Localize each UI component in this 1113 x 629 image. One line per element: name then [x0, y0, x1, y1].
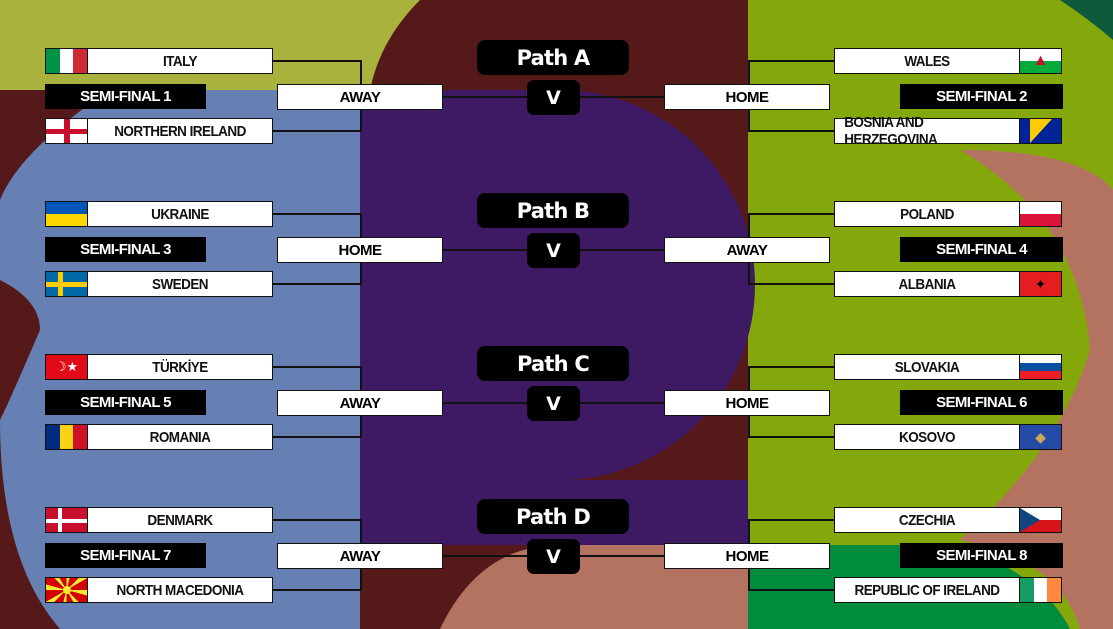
bracket-line: [748, 213, 836, 215]
path-title: Path B: [477, 193, 629, 228]
bracket-line: [272, 213, 361, 215]
team-romania: ROMANIA: [45, 424, 273, 450]
bracket-line: [748, 436, 836, 438]
team-north-macedonia: NORTH MACEDONIA: [45, 577, 273, 603]
ukraine-flag-icon: [46, 202, 88, 226]
denmark-flag-icon: [46, 508, 88, 532]
semi-final-label: SEMI-FINAL 7: [45, 543, 206, 568]
bracket-line: [272, 519, 361, 521]
team-republic-of-ireland: REPUBLIC OF IRELAND: [834, 577, 1062, 603]
bracket-line: [272, 589, 361, 591]
bracket-line: [443, 555, 527, 557]
team-kosovo: KOSOVO ◆: [834, 424, 1062, 450]
bracket-line: [272, 366, 361, 368]
path-title: Path A: [477, 40, 629, 75]
team-name: REPUBLIC OF IRELAND: [854, 581, 1000, 599]
ireland-flag-icon: [1019, 578, 1061, 602]
italy-flag-icon: [46, 49, 88, 73]
venue-label: AWAY: [664, 237, 830, 263]
bracket-line: [443, 96, 527, 98]
semi-final-label: SEMI-FINAL 4: [900, 237, 1063, 262]
semi-final-label: SEMI-FINAL 3: [45, 237, 206, 262]
bracket-line: [748, 130, 836, 132]
team-name: SWEDEN: [151, 275, 209, 293]
bracket-line: [580, 96, 664, 98]
bracket-line: [748, 589, 836, 591]
team-albania: ALBANIA ✦: [834, 271, 1062, 297]
slovakia-flag-icon: [1019, 355, 1061, 379]
semi-final-label: SEMI-FINAL 2: [900, 84, 1063, 109]
bracket-line: [272, 283, 361, 285]
kosovo-flag-icon: ◆: [1019, 425, 1061, 449]
team-name: UKRAINE: [151, 205, 209, 223]
team-name: NORTH MACEDONIA: [116, 581, 244, 599]
team-poland: POLAND: [834, 201, 1062, 227]
team-slovakia: SLOVAKIA: [834, 354, 1062, 380]
turkiye-flag-icon: ☽★: [46, 355, 88, 379]
versus-badge: V: [527, 233, 580, 268]
path-title: Path C: [477, 346, 629, 381]
bracket-line: [580, 402, 664, 404]
team-ukraine: UKRAINE: [45, 201, 273, 227]
romania-flag-icon: [46, 425, 88, 449]
team-czechia: CZECHIA: [834, 507, 1062, 533]
bracket-line: [748, 283, 836, 285]
semi-final-label: SEMI-FINAL 5: [45, 390, 206, 415]
team-name: CZECHIA: [898, 511, 956, 529]
north-macedonia-flag-icon: [46, 578, 88, 602]
semi-final-label: SEMI-FINAL 6: [900, 390, 1063, 415]
venue-label: HOME: [664, 84, 830, 110]
albania-flag-icon: ✦: [1019, 272, 1061, 296]
bracket-line: [580, 249, 664, 251]
team-name: ITALY: [162, 52, 198, 70]
versus-badge: V: [527, 539, 580, 574]
northern-ireland-flag-icon: [46, 119, 88, 143]
bracket-line: [443, 249, 527, 251]
team-name: KOSOVO: [898, 428, 956, 446]
versus-badge: V: [527, 386, 580, 421]
semi-final-label: SEMI-FINAL 8: [900, 543, 1063, 568]
bracket-line: [272, 130, 361, 132]
venue-label: AWAY: [277, 84, 443, 110]
versus-badge: V: [527, 80, 580, 115]
venue-label: AWAY: [277, 390, 443, 416]
team-name: SLOVAKIA: [894, 358, 960, 376]
team-name: BOSNIA AND HERZEGOVINA: [844, 114, 938, 148]
semi-final-label: SEMI-FINAL 1: [45, 84, 206, 109]
team-bosnia-and-herzegovina: BOSNIA AND HERZEGOVINA: [834, 114, 1062, 148]
bracket-line: [748, 519, 836, 521]
bracket-line: [748, 366, 836, 368]
venue-label: HOME: [664, 543, 830, 569]
team-name: TÜRKİYE: [152, 358, 208, 376]
bracket-line: [443, 402, 527, 404]
team-sweden: SWEDEN: [45, 271, 273, 297]
bosnia-flag-icon: [1019, 119, 1061, 143]
venue-label: HOME: [277, 237, 443, 263]
bracket-line: [580, 555, 664, 557]
team-name: NORTHERN IRELAND: [114, 122, 246, 140]
bracket-line: [748, 60, 836, 62]
team-name: ROMANIA: [149, 428, 211, 446]
venue-label: AWAY: [277, 543, 443, 569]
team-wales: WALES ▲: [834, 48, 1062, 74]
team-northern-ireland: NORTHERN IRELAND: [45, 118, 273, 144]
czechia-flag-icon: [1019, 508, 1061, 532]
team-denmark: DENMARK: [45, 507, 273, 533]
path-title: Path D: [477, 499, 629, 534]
team-name: DENMARK: [147, 511, 213, 529]
bracket-line: [272, 436, 361, 438]
bracket-line: [272, 60, 361, 62]
team-name: WALES: [904, 52, 950, 70]
team-t-rki-ye: ☽★ TÜRKİYE: [45, 354, 273, 380]
wales-flag-icon: ▲: [1019, 49, 1061, 73]
poland-flag-icon: [1019, 202, 1061, 226]
team-name: POLAND: [900, 205, 954, 223]
sweden-flag-icon: [46, 272, 88, 296]
team-name: ALBANIA: [898, 275, 957, 293]
team-italy: ITALY: [45, 48, 273, 74]
venue-label: HOME: [664, 390, 830, 416]
